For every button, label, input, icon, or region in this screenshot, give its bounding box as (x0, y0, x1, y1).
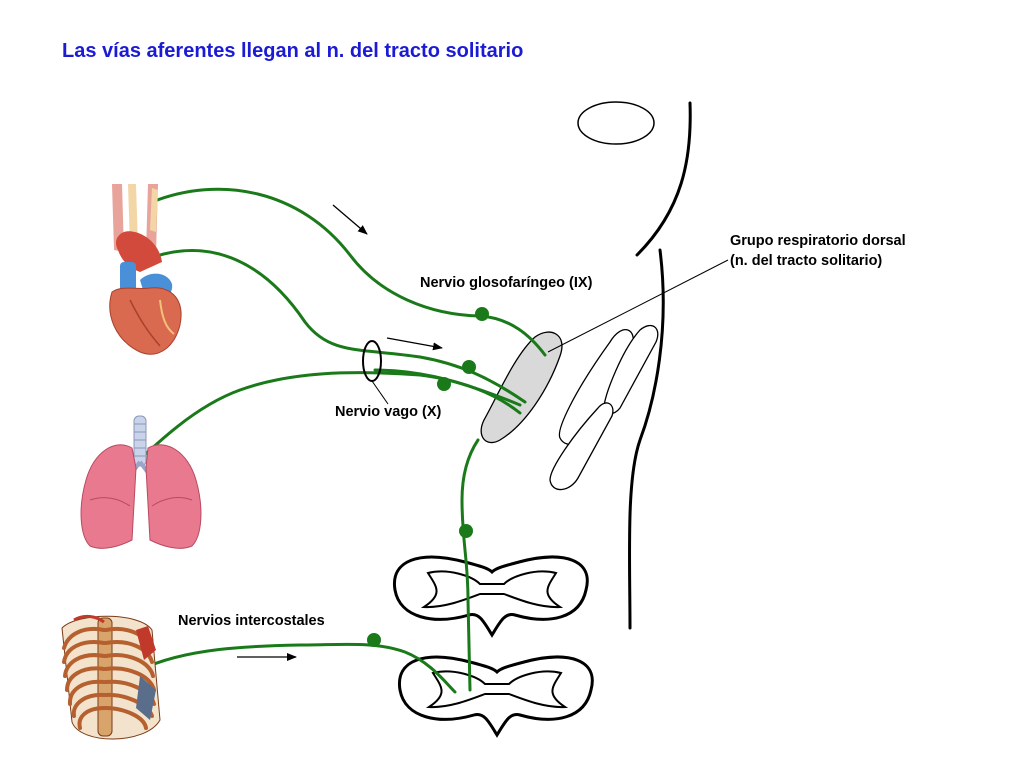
intercostal-nerve (138, 642, 457, 694)
ribcage-illustration (61, 614, 161, 740)
descending-pathway (460, 438, 480, 692)
intercostal-nerves-label: Nervios intercostales (178, 613, 325, 629)
arrow-vagus (386, 337, 443, 351)
dorsal-group-leader-line (547, 259, 729, 353)
vagus-nerve-ring (362, 340, 382, 382)
descending-ganglion (459, 524, 473, 538)
brainstem-right-border (635, 101, 692, 257)
vagus-ganglion-lower (437, 377, 451, 391)
lungs-illustration (80, 415, 202, 549)
vagus-ganglion-upper (462, 360, 476, 374)
vagus-nerve-label: Nervio vago (X) (335, 404, 442, 420)
brainstem-outline (627, 101, 692, 630)
dorsal-respiratory-group-label: Grupo respiratorio dorsal (n. del tracto… (730, 233, 906, 269)
glossopharyngeal-ganglion (475, 307, 489, 321)
medulla-shape-3 (549, 402, 614, 491)
heart-illustration (109, 184, 182, 355)
solitary-tract-nucleus (480, 331, 563, 444)
vagus-label-leader (371, 380, 389, 405)
brainstem-ellipse-structure (577, 101, 655, 145)
medulla-structures (549, 325, 659, 491)
glossopharyngeal-nerve-label: Nervio glosofaríngeo (IX) (420, 275, 593, 291)
glossopharyngeal-nerve (150, 187, 547, 357)
vagus-nerve-middle (373, 368, 522, 407)
intercostal-ganglion (367, 633, 381, 647)
arrow-glossopharyngeal (332, 204, 368, 235)
spinal-cord-section-upper (392, 555, 589, 638)
brainstem-left-border (627, 248, 665, 630)
spinal-cord-section-lower (397, 655, 594, 738)
slide-title: Las vías aferentes llegan al n. del trac… (62, 40, 524, 62)
